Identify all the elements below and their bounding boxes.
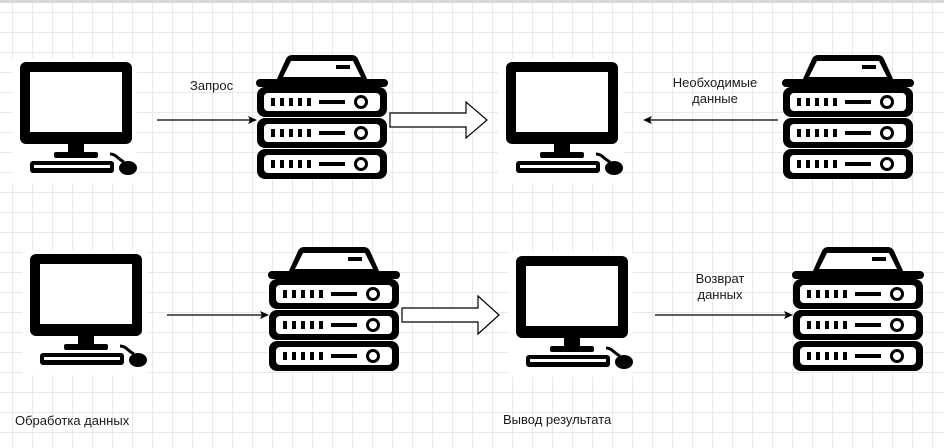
transfer-block-arrow — [389, 100, 488, 140]
return-data-arrow — [655, 311, 793, 319]
return-data-label: Возврат данных — [695, 271, 745, 302]
computer-icon — [496, 56, 625, 185]
server-icon — [268, 247, 400, 371]
top-border — [0, 0, 944, 3]
request-arrow — [157, 116, 257, 124]
computer-icon — [20, 248, 149, 377]
output-block-arrow — [401, 294, 500, 336]
required-data-label: Необходимые данные — [672, 75, 758, 106]
computer-icon — [10, 56, 139, 185]
required-data-arrow — [643, 116, 778, 124]
computer-icon — [506, 250, 635, 379]
request-label: Запрос — [190, 78, 234, 93]
server-icon — [782, 55, 914, 179]
server-icon — [256, 55, 388, 179]
server-icon — [792, 247, 924, 371]
processing-arrow — [167, 311, 269, 319]
processing-label: Обработка данных — [15, 413, 130, 428]
output-label: Вывод результата — [503, 412, 612, 427]
